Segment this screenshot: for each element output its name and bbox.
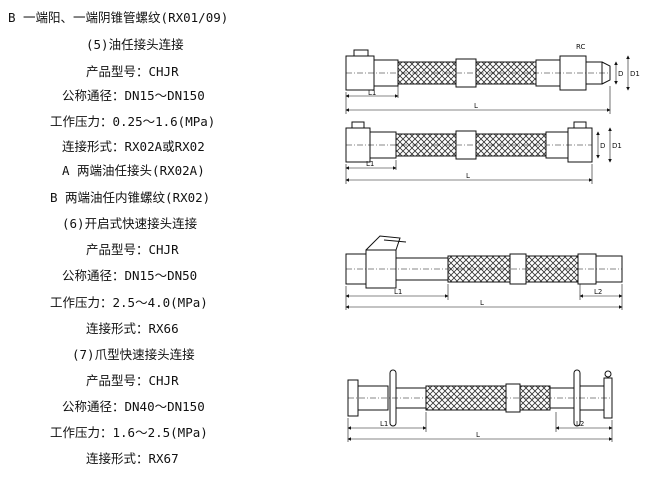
dim-d1-fig2: D1: [612, 142, 622, 150]
text-line-14: (7)爪型快速接头连接: [72, 347, 195, 362]
dim-l-fig3: L: [480, 299, 484, 307]
text-line-13: 连接形式：RX66: [86, 321, 179, 336]
dim-l1-fig3: L1: [394, 288, 402, 296]
hose-drawing-fig3: L1 L L2: [345, 235, 623, 310]
dim-l2-fig4: L2: [576, 420, 584, 428]
text-line-12: 工作压力：2.5～4.0(MPa): [50, 295, 208, 310]
text-line-11: 公称通径：DN15～DN50: [62, 268, 198, 283]
dim-l-fig4: L: [476, 431, 480, 439]
dim-d-fig2: D: [600, 142, 605, 150]
text-line-1: B 一端阳、一端阴锥管螺纹(RX01/09): [8, 10, 229, 25]
text-line-3: 产品型号：CHJR: [86, 64, 179, 79]
text-line-5: 工作压力：0.25～1.6(MPa): [50, 114, 216, 129]
text-line-15: 产品型号：CHJR: [86, 373, 179, 388]
text-line-16: 公称通径：DN40～DN150: [62, 399, 205, 414]
text-line-17: 工作压力：1.6～2.5(MPa): [50, 425, 208, 440]
text-line-2: (5)油任接头连接: [86, 37, 184, 52]
dim-d-fig1: D: [618, 70, 623, 78]
text-line-9: (6)开启式快速接头连接: [62, 216, 198, 231]
text-line-6: 连接形式：RX02A或RX02: [62, 139, 205, 154]
dim-l2-fig3: L2: [594, 288, 602, 296]
text-line-10: 产品型号：CHJR: [86, 242, 179, 257]
hose-drawing-fig2: L1 L D D1: [345, 121, 622, 184]
text-line-7: A 两端油任接头(RX02A): [62, 163, 205, 178]
hose-drawing-fig1: L1 L RC D D1: [345, 43, 640, 114]
dim-d1-fig1: D1: [630, 70, 640, 78]
dim-l1-fig4: L1: [380, 420, 388, 428]
dim-l-fig2: L: [466, 172, 470, 180]
dim-l1-fig2: L1: [366, 160, 374, 168]
text-line-4: 公称通径：DN15～DN150: [62, 88, 205, 103]
dim-rc-fig1: RC: [576, 43, 586, 51]
dim-l1-fig1: L1: [368, 89, 376, 97]
dim-l-fig1: L: [474, 102, 478, 110]
text-line-18: 连接形式：RX67: [86, 451, 179, 466]
hose-drawing-fig4: L1 L L2: [347, 369, 613, 442]
text-line-8: B 两端油任内锥螺纹(RX02): [50, 190, 211, 205]
